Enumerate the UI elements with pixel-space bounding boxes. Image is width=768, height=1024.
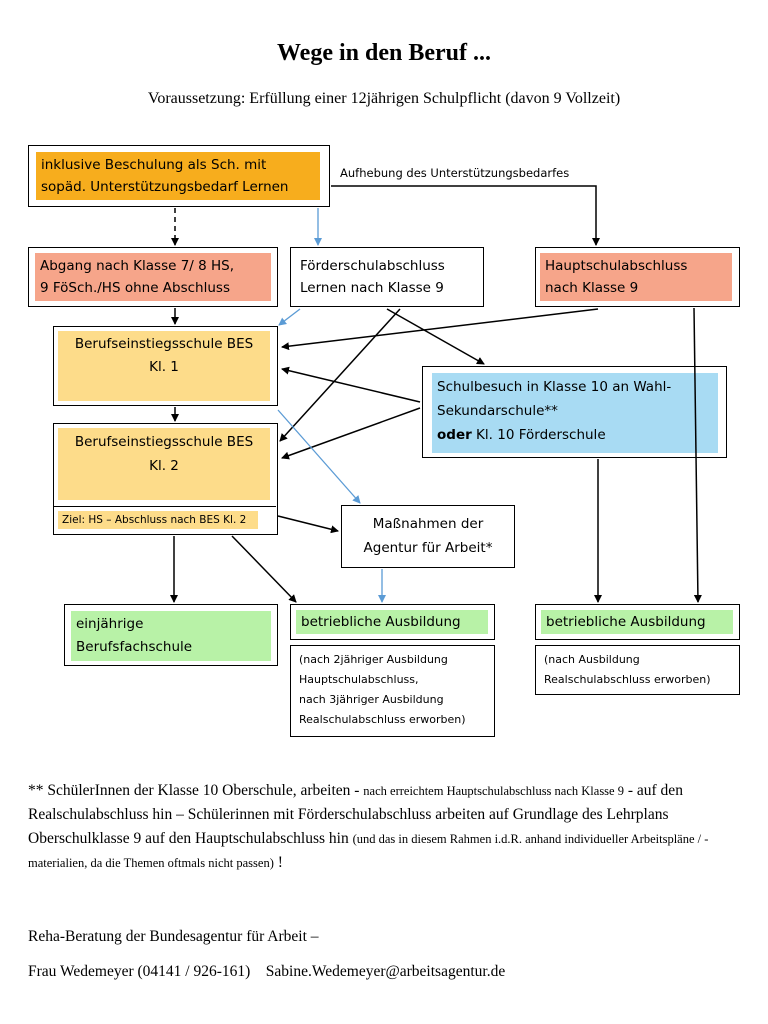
foerderschulabschluss-line2: Lernen nach Klasse 9 bbox=[300, 280, 444, 296]
page-subtitle: Voraussetzung: Erfüllung einer 12jährige… bbox=[147, 90, 621, 107]
box-massnahmen-agentur: Maßnahmen der Agentur für Arbeit* bbox=[341, 505, 515, 568]
foerderschulabschluss-line1: Förderschulabschluss bbox=[300, 258, 445, 274]
label-aufhebung: Aufhebung des Unterstützungsbedarfes bbox=[340, 166, 570, 180]
abgang-line2: 9 FöSch./HS ohne Abschluss bbox=[40, 280, 230, 296]
footnote-part5: ! bbox=[273, 854, 283, 871]
footnote-part4: (und das in diesem Rahmen i.d.R. anhand … bbox=[28, 832, 709, 870]
box-betriebliche-ausbildung-2: betriebliche Ausbildung bbox=[535, 604, 740, 640]
arrow-foerder-to-bes2 bbox=[279, 308, 401, 442]
arrow-schulbesuch-to-bes2 bbox=[281, 407, 421, 460]
schulbesuch-line3: oder Kl. 10 Förderschule bbox=[437, 423, 713, 447]
box-hauptschulabschluss: Hauptschulabschluss nach Klasse 9 bbox=[535, 247, 740, 307]
arrow-hauptschul-to-ausbildung2 bbox=[693, 307, 702, 603]
arrow-schulbesuch-to-bes1 bbox=[281, 366, 421, 403]
contact-line1: Reha-Beratung der Bundesagentur für Arbe… bbox=[28, 928, 319, 945]
box-foerderschulabschluss: Förderschulabschluss Lernen nach Klasse … bbox=[290, 247, 484, 307]
massnahmen-line2: Agentur für Arbeit* bbox=[363, 540, 493, 556]
bes1-line1: Berufseinstiegsschule BES bbox=[74, 336, 254, 352]
arrow-blue-bes1-to-massnahmen bbox=[277, 409, 361, 504]
footnote: ** SchülerInnen der Klasse 10 Oberschule… bbox=[28, 779, 740, 875]
bes1-line2: Kl. 1 bbox=[149, 359, 179, 375]
ausbildung1-note4: Realschulabschluss erworben) bbox=[299, 713, 466, 726]
massnahmen-line1: Maßnahmen der bbox=[372, 516, 484, 532]
bes2-line1: Berufseinstiegsschule BES bbox=[74, 434, 254, 450]
hauptschulabschluss-line2: nach Klasse 9 bbox=[545, 280, 639, 296]
arrow-bes2-to-ausbildung1 bbox=[231, 535, 297, 603]
box-bes-1: Berufseinstiegsschule BES Kl. 1 bbox=[53, 326, 278, 406]
box-inklusive-beschulung: inklusive Beschulung als Sch. mit sopäd.… bbox=[28, 145, 330, 207]
box-abgang: Abgang nach Klasse 7/ 8 HS, 9 FöSch./HS … bbox=[28, 247, 278, 307]
bes2-ziel: Ziel: HS – Abschluss nach BES Kl. 2 bbox=[58, 511, 258, 529]
footnote-part3: - auf den Realschulabschluss hin – Schül… bbox=[28, 782, 683, 847]
arrow-aufhebung-to-hauptschulabschluss bbox=[331, 185, 600, 246]
ausbildung2-note1: (nach Ausbildung bbox=[544, 653, 640, 666]
schulbesuch-line1: Schulbesuch in Klasse 10 an Wahl- bbox=[437, 379, 672, 395]
arrow-blue-foerder-to-bes1 bbox=[278, 308, 301, 326]
inklusive-line2: sopäd. Unterstützungsbedarf Lernen bbox=[41, 179, 289, 195]
schulbesuch-line2: Sekundarschule** bbox=[437, 403, 558, 419]
box-ausbildung-2-note: (nach Ausbildung Realschulabschluss erwo… bbox=[535, 645, 740, 695]
footnote-part1: ** SchülerInnen der Klasse 10 Oberschule… bbox=[28, 782, 364, 799]
box-bes-2: Berufseinstiegsschule BES Kl. 2 Ziel: HS… bbox=[53, 423, 278, 535]
ausbildung1-note2: Hauptschulabschluss, bbox=[299, 673, 419, 686]
ausbildung1-note3: nach 3jähriger Ausbildung bbox=[299, 693, 444, 706]
arrow-hauptschul-to-bes1 bbox=[281, 308, 599, 351]
ausbildung1-label: betriebliche Ausbildung bbox=[296, 610, 488, 634]
arrow-ziel-to-massnahmen bbox=[277, 515, 339, 534]
contact-line2: Frau Wedemeyer (04141 / 926-161) Sabine.… bbox=[28, 963, 506, 980]
ausbildung2-label: betriebliche Ausbildung bbox=[541, 610, 733, 634]
box-schulbesuch-klasse-10: Schulbesuch in Klasse 10 an Wahl- Sekund… bbox=[422, 366, 727, 458]
schulbesuch-oder: oder bbox=[437, 427, 472, 443]
inklusive-line1: inklusive Beschulung als Sch. mit bbox=[41, 157, 267, 173]
box-berufsfachschule: einjährige Berufsfachschule bbox=[64, 604, 278, 666]
arrow-foerder-to-schulbesuch bbox=[386, 308, 485, 365]
footnote-part2: nach erreichtem Hauptschulabschluss nach… bbox=[363, 784, 624, 798]
schulbesuch-line3-rest: Kl. 10 Förderschule bbox=[471, 427, 606, 443]
box-ausbildung-1-note: (nach 2jähriger Ausbildung Hauptschulabs… bbox=[290, 645, 495, 737]
berufsfachschule-line2: Berufsfachschule bbox=[76, 639, 193, 655]
bes2-line2: Kl. 2 bbox=[149, 458, 179, 474]
ausbildung1-note1: (nach 2jähriger Ausbildung bbox=[299, 653, 448, 666]
berufsfachschule-line1: einjährige bbox=[76, 616, 144, 632]
hauptschulabschluss-line1: Hauptschulabschluss bbox=[545, 258, 688, 274]
box-betriebliche-ausbildung-1: betriebliche Ausbildung bbox=[290, 604, 495, 640]
ausbildung2-note2: Realschulabschluss erworben) bbox=[544, 673, 711, 686]
page-title: Wege in den Beruf ... bbox=[277, 40, 491, 66]
abgang-line1: Abgang nach Klasse 7/ 8 HS, bbox=[40, 258, 235, 274]
